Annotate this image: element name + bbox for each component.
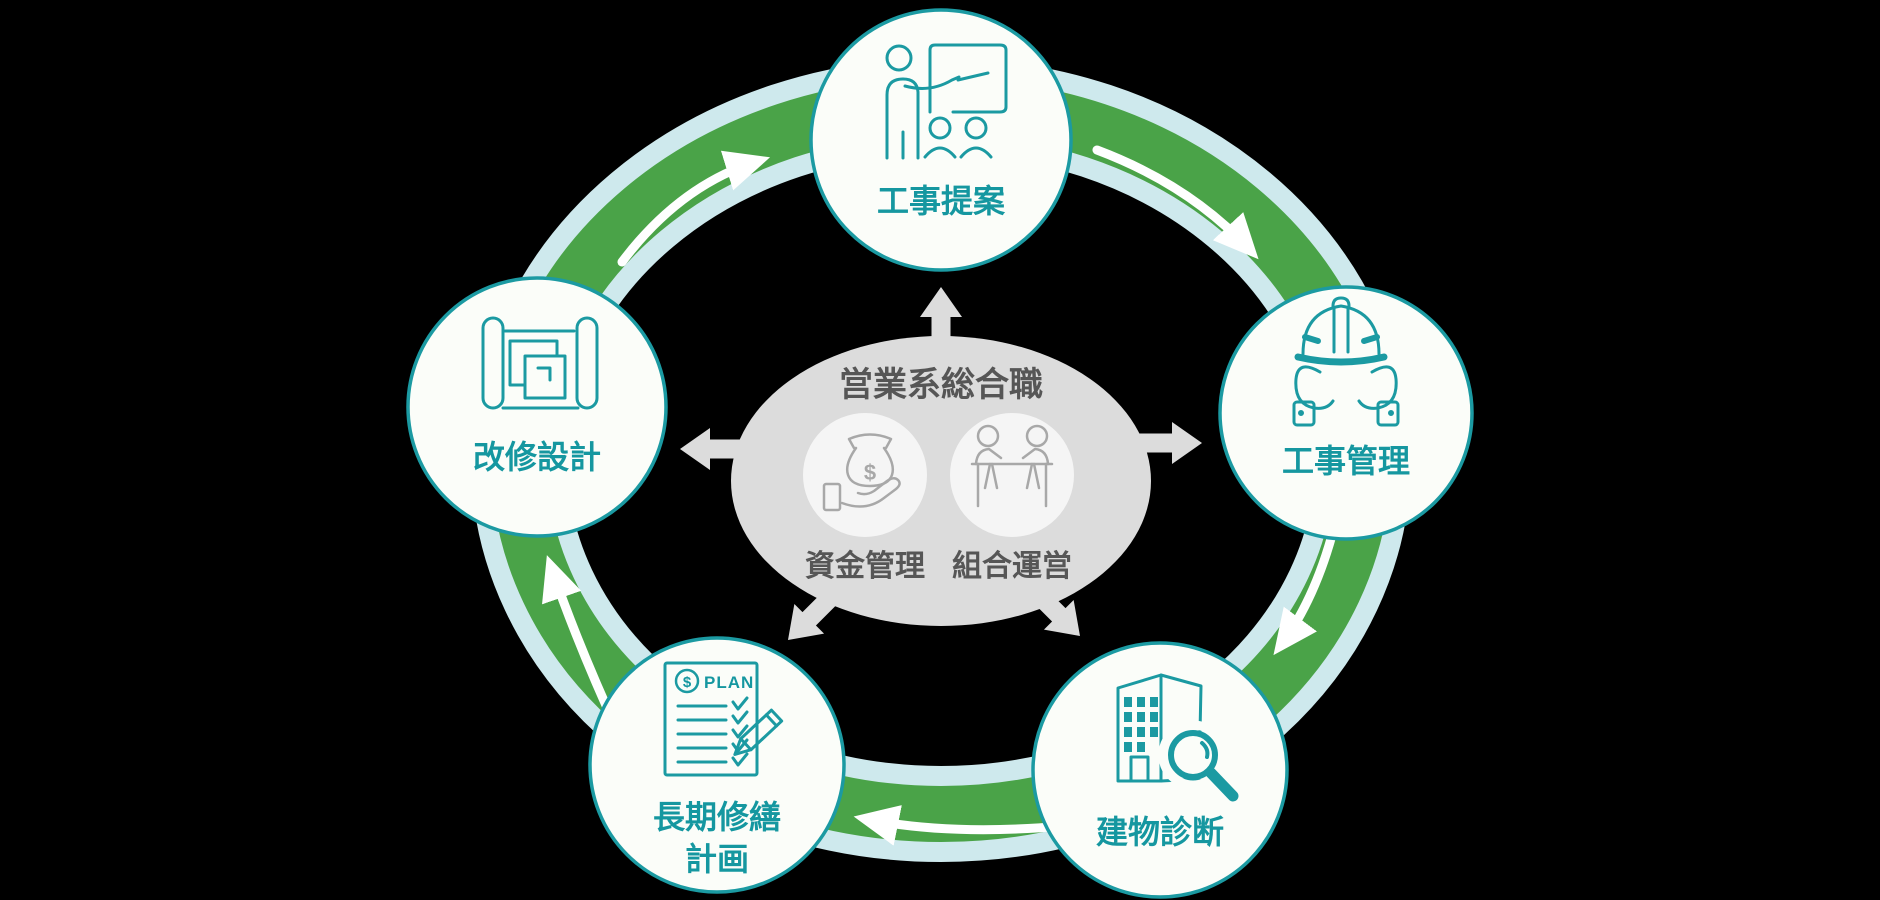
node-management: 工事管理	[1218, 285, 1474, 541]
union-label: 組合運営	[952, 549, 1072, 583]
node-renovation: 改修設計	[406, 276, 668, 538]
node-management-circle	[1218, 285, 1474, 541]
center-hub: 営業系総合職 $ 資金管理	[680, 287, 1202, 640]
hub-item-fund: $ 資金管理	[803, 413, 927, 583]
hub-item-union: 組合運営	[950, 413, 1074, 583]
money-bag-hand-icon	[822, 433, 901, 512]
presentation-icon	[885, 43, 1008, 160]
node-proposal-circle	[809, 8, 1073, 272]
node-repair-plan-circle	[588, 636, 846, 894]
blueprint-icon	[481, 316, 599, 410]
building-magnifier-icon	[1116, 673, 1245, 808]
node-renovation-label: 改修設計	[473, 439, 601, 475]
meeting-table-icon	[970, 424, 1054, 508]
fund-label: 資金管理	[805, 549, 925, 583]
node-repair-plan: 長期修繕 計画	[588, 636, 846, 894]
hub-arrow-right-icon	[1134, 422, 1202, 464]
fund-circle	[803, 413, 927, 537]
helmet-in-hands-icon	[1292, 296, 1400, 427]
node-repair-plan-label-line2: 計画	[685, 841, 749, 877]
union-circle	[950, 413, 1074, 537]
flow-arrow-to-top-icon	[617, 150, 771, 267]
node-proposal-label: 工事提案	[877, 183, 1006, 219]
node-management-label: 工事管理	[1282, 443, 1410, 479]
plan-badge-dollar: $	[683, 674, 692, 691]
node-diagnosis: 建物診断	[1031, 641, 1289, 899]
node-proposal: 工事提案	[809, 8, 1073, 272]
plan-checklist-pencil-icon	[663, 661, 784, 777]
node-repair-plan-label-line1: 長期修繕	[653, 799, 781, 835]
flow-arrow-to-right-icon	[1092, 145, 1259, 260]
flow-arrows	[542, 145, 1346, 846]
flow-arrow-to-bottom-left-icon	[853, 805, 1068, 846]
hub-arrow-left-icon	[680, 428, 748, 470]
money-dollar-glyph: $	[864, 460, 876, 485]
hub-title: 営業系総合職	[839, 366, 1043, 404]
node-diagnosis-label: 建物診断	[1096, 814, 1224, 850]
plan-text: PLAN	[704, 673, 754, 692]
hub-arrow-up-icon	[920, 287, 962, 355]
hub-ellipse	[731, 336, 1151, 626]
